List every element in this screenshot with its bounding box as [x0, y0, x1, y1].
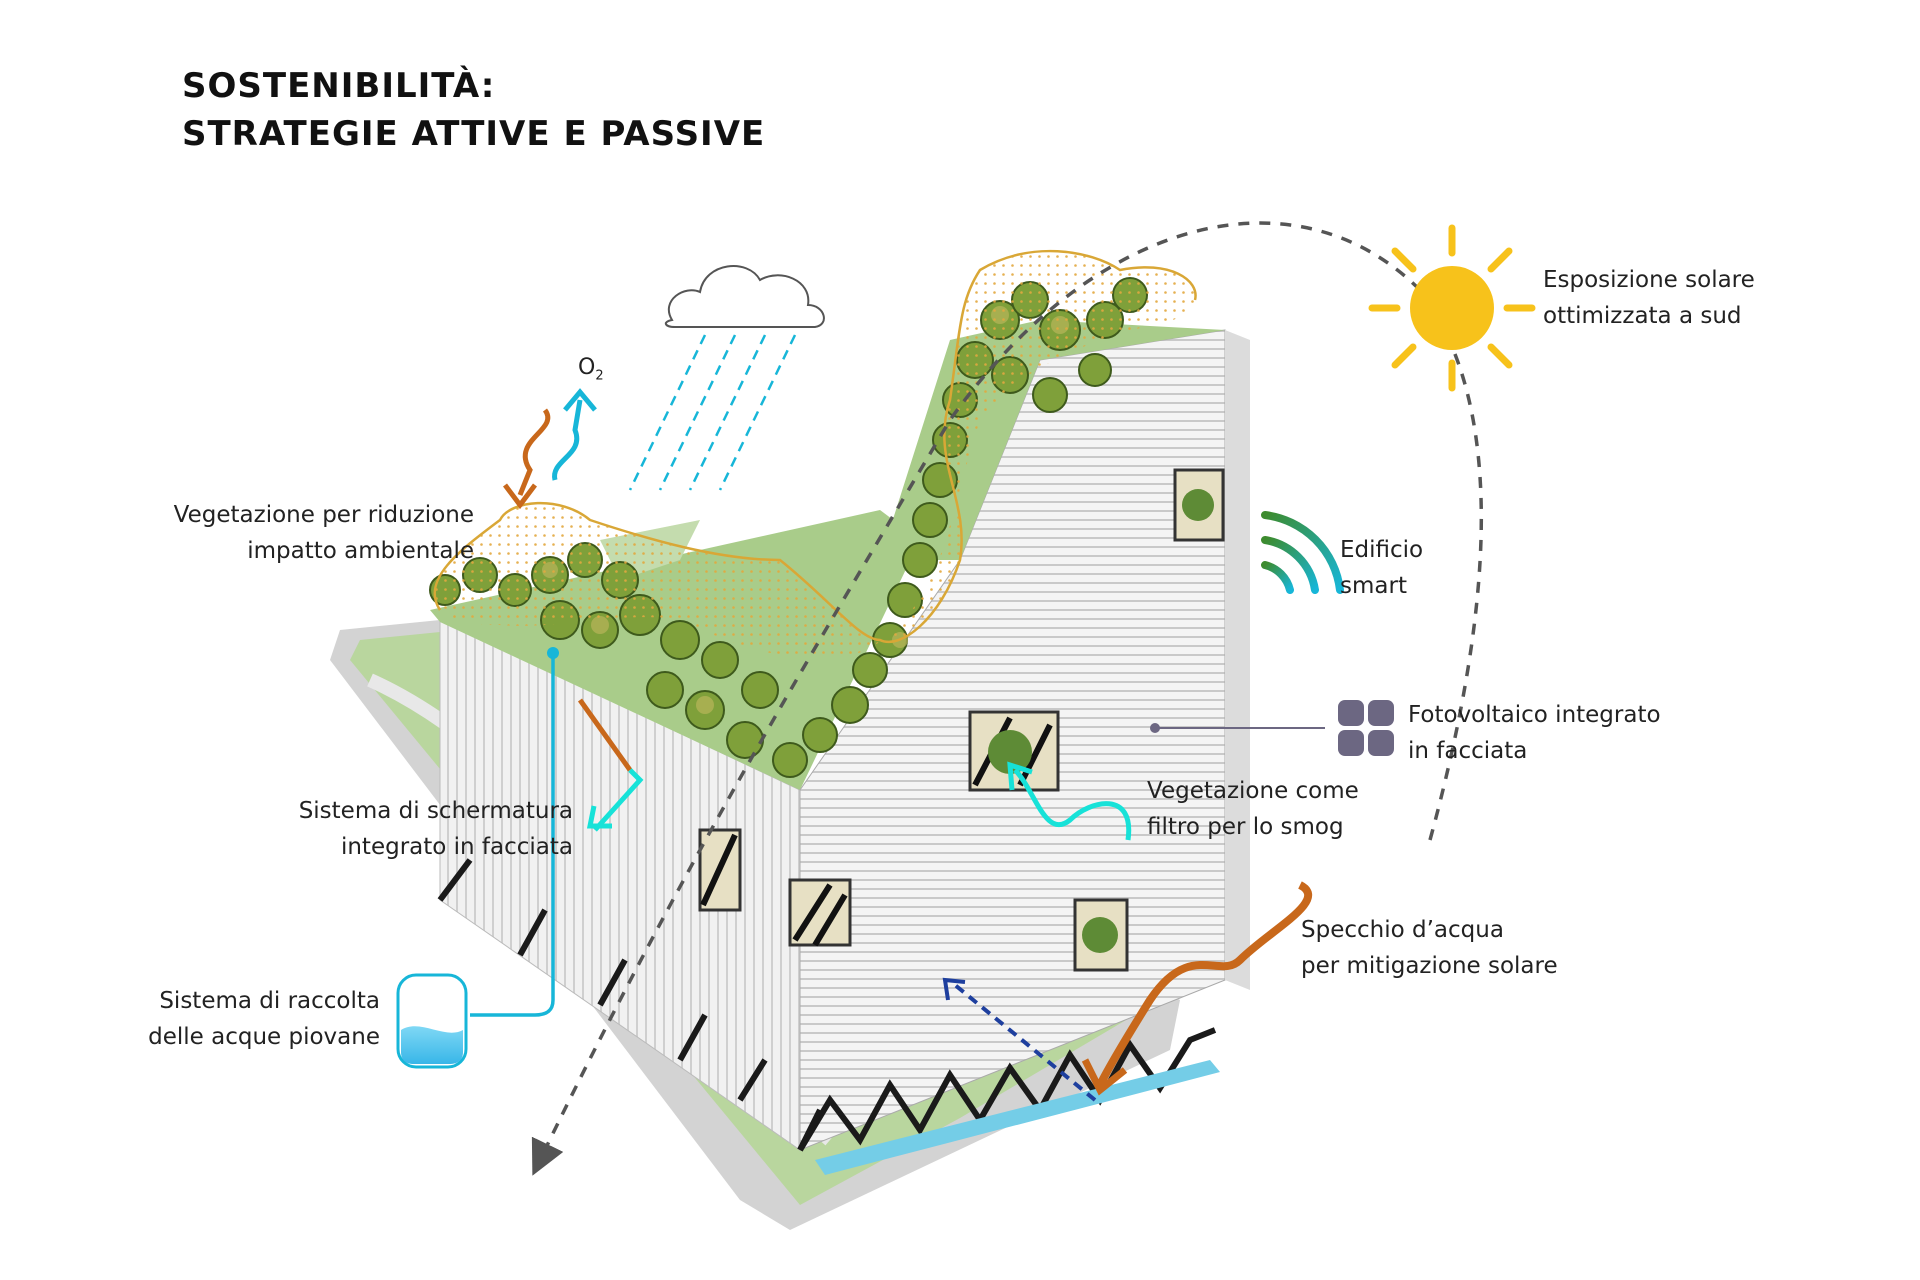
- water-mirror-line-1: Specchio d’acqua: [1301, 917, 1504, 943]
- shading-system-label: Sistema di schermatura integrato in facc…: [255, 793, 573, 865]
- smog-filter-arrow: [1007, 761, 1132, 841]
- cloud-icon: [628, 265, 825, 491]
- photovoltaic-line-1: Fotovoltaico integrato: [1408, 702, 1661, 728]
- shading-arrows: [577, 698, 644, 832]
- reflection-arrow: [942, 977, 1097, 1102]
- pv-leader: [1150, 723, 1325, 733]
- smog-filter-line-2: filtro per lo smog: [1147, 814, 1344, 840]
- photovoltaic-label: Fotovoltaico integrato in facciata: [1408, 697, 1661, 769]
- shading-system-line-2: integrato in facciata: [340, 834, 573, 860]
- sun-exposure-line-1: Esposizione solare: [1543, 267, 1755, 293]
- smog-filter-label: Vegetazione come filtro per lo smog: [1147, 773, 1359, 845]
- tower-windows: [698, 468, 1225, 972]
- o2-exchange-arrows: [503, 388, 597, 510]
- smart-building-line-2: smart: [1340, 573, 1407, 599]
- smart-building-line-1: Edificio: [1340, 537, 1424, 563]
- sun-exposure-label: Esposizione solare ottimizzata a sud: [1543, 262, 1755, 334]
- smog-filter-line-1: Vegetazione come: [1147, 778, 1359, 804]
- o2-main: O: [578, 355, 596, 380]
- vegetation-impact-line-2: impatto ambientale: [247, 538, 474, 564]
- shading-system-line-1: Sistema di schermatura: [298, 798, 573, 824]
- water-tank-icon: [396, 973, 468, 1069]
- photovoltaic-icon: [1338, 700, 1394, 756]
- smart-building-label: Edificio smart: [1340, 532, 1423, 604]
- sun-exposure-line-2: ottimizzata a sud: [1543, 303, 1742, 329]
- water-mitigation-arrow: [1081, 881, 1313, 1096]
- water-mirror-label: Specchio d’acqua per mitigazione solare: [1301, 912, 1558, 984]
- o2-sub: 2: [595, 368, 604, 384]
- water-mirror: [815, 1060, 1220, 1175]
- wifi-icon: [1261, 511, 1344, 594]
- sun-icon: [1368, 224, 1536, 392]
- title-line-2: STRATEGIE ATTIVE E PASSIVE: [182, 114, 766, 154]
- photovoltaic-line-2: in facciata: [1408, 738, 1528, 764]
- water-mirror-line-2: per mitigazione solare: [1301, 953, 1558, 979]
- rain-collection-line-2: delle acque piovane: [148, 1024, 380, 1050]
- rain-collection-line-1: Sistema di raccolta: [159, 988, 380, 1014]
- page-title: SOSTENIBILITÀ: STRATEGIE ATTIVE E PASSIV…: [182, 62, 765, 158]
- rain-collection-label: Sistema di raccolta delle acque piovane: [120, 983, 380, 1055]
- vegetation-impact-line-1: Vegetazione per riduzione: [173, 502, 474, 528]
- title-line-1: SOSTENIBILITÀ:: [182, 66, 496, 106]
- rain-collection: [470, 647, 559, 1017]
- sun-path: [531, 221, 1484, 1176]
- o2-label: O2: [578, 355, 604, 383]
- vegetation-impact-label: Vegetazione per riduzione impatto ambien…: [150, 497, 474, 569]
